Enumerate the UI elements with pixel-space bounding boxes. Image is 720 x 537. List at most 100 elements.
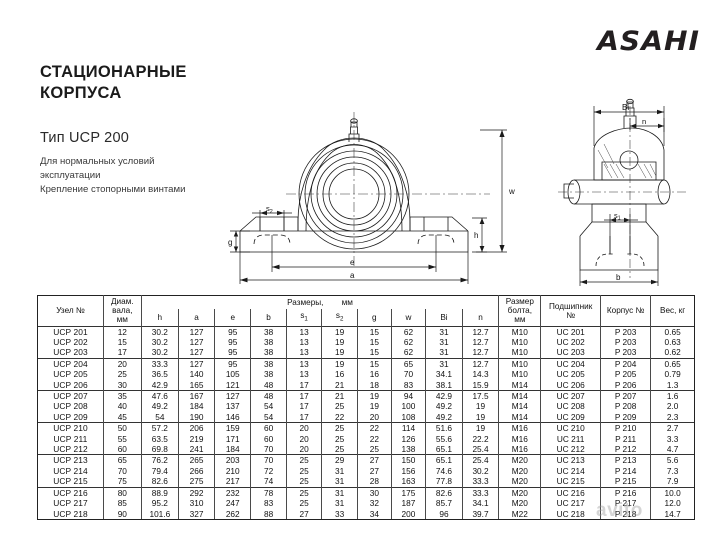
dim-label-h: h [474,231,478,240]
cell-unit: UCP 214 [37,465,104,477]
cell-value: M10 [498,337,542,348]
cell-value: P 204 [599,357,652,370]
cell-value: 127 [177,326,216,338]
bolt-line1: Размер [505,297,534,306]
cell-value: 206 [177,422,216,434]
cell-unit: UCP 202 [37,337,104,348]
table-head-row-2: h a e b s1 s2 g w Bi n [37,309,695,327]
cell-value: 25 [285,486,323,499]
cell-value: 127 [177,337,216,348]
cell-value: 77.8 [425,476,463,488]
cell-value: 34.1 [461,498,500,509]
cell-value: UC 203 [540,347,601,359]
cell-value: P 211 [599,433,652,445]
cell-value: P 203 [599,337,652,348]
cell-value: P 203 [599,347,652,359]
cell-value: P 216 [599,486,652,499]
cell-value: UC 210 [540,422,601,434]
cell-value: 25 [285,476,323,488]
cell-value: 65 [102,454,142,466]
cell-value: P 203 [599,326,652,338]
cell-value: 275 [177,476,216,488]
cell-value: 27 [285,508,323,520]
cell-value: 19 [461,411,500,423]
cell-value: 15 [356,357,392,370]
cell-value: 20 [285,422,323,434]
cell-value: 70 [102,465,142,477]
cell-weight: 7.9 [650,476,695,488]
cell-unit: UCP 207 [37,390,104,402]
cell-value: UC 212 [540,444,601,455]
cell-value: P 205 [599,369,652,380]
cell-value: 187 [390,498,427,509]
cell-value: 27 [356,465,392,477]
col-header-e: e [214,309,252,327]
dim-label-a: a [350,271,355,280]
cell-value: M10 [498,347,542,359]
cell-value: 13 [285,369,323,380]
cell-value: 54 [140,411,179,423]
cell-value: M16 [498,433,542,445]
cell-value: P 212 [599,444,652,455]
dim-label-w: w [508,187,515,196]
cell-value: UC 209 [540,411,601,423]
cell-value: 292 [177,486,216,499]
cell-value: P 218 [599,508,652,520]
cell-weight: 12.0 [650,498,695,509]
cell-value: 51.6 [425,422,463,434]
cell-unit: UCP 201 [37,326,104,338]
cell-unit: UCP 215 [37,476,104,488]
cell-value: 146 [214,411,252,423]
cell-value: 60 [102,444,142,455]
cell-value: 32 [356,498,392,509]
dim-label-n: n [642,117,646,126]
col-header-g: g [356,309,392,327]
cell-value: 49.2 [425,401,463,412]
cell-value: 310 [177,498,216,509]
col-header-s2: s2 [321,309,358,327]
cell-value: 28 [356,476,392,488]
dim-label-s2: s2 [266,204,273,215]
cell-value: 33.3 [140,357,179,370]
cell-weight: 1.6 [650,390,695,402]
cell-value: 85 [102,498,142,509]
col-header-dimensions-group: Размеры, мм [140,295,500,310]
cell-value: 100 [390,401,427,412]
cell-value: 76.2 [140,454,179,466]
cell-value: 127 [177,347,216,359]
cell-unit: UCP 216 [37,486,104,499]
cell-weight: 0.79 [650,369,695,380]
cell-unit: UCP 211 [37,433,104,445]
bearing-line2: № [566,310,576,320]
cell-value: UC 218 [540,508,601,520]
cell-unit: UCP 210 [37,422,104,434]
cell-value: P 213 [599,454,652,466]
cell-value: M20 [498,486,542,499]
cell-weight: 2.3 [650,411,695,423]
cell-value: M14 [498,411,542,423]
dim-label-b: b [616,273,621,282]
cell-value: 137 [214,401,252,412]
description-line-2: эксплуатации [40,170,101,182]
cell-value: 49.2 [140,401,179,412]
cell-value: 31 [321,465,358,477]
cell-value: 13 [285,347,323,359]
cell-value: 17 [285,401,323,412]
cell-value: 70 [390,369,427,380]
cell-value: M14 [498,390,542,402]
cell-weight: 4.7 [650,444,695,455]
bolt-line2: болта, [507,306,532,316]
cell-value: 12.7 [461,347,500,359]
cell-value: 171 [214,433,252,445]
cell-value: M14 [498,401,542,412]
cell-value: 85.7 [425,498,463,509]
cell-value: 88.9 [140,486,179,499]
cell-value: 265 [177,454,216,466]
